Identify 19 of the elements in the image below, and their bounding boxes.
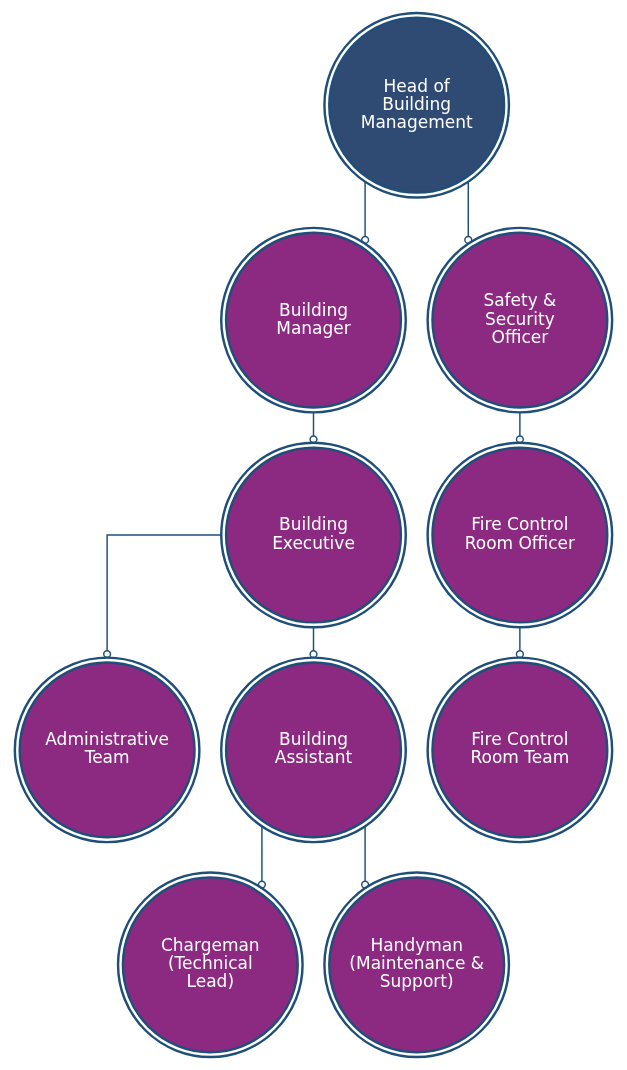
connector <box>309 411 318 444</box>
connector <box>309 626 318 659</box>
node-circle: Chargeman (Technical Lead) <box>116 871 304 1059</box>
node-circle: Administrative Team <box>13 656 201 844</box>
connector <box>257 826 267 889</box>
node-circle: Building Executive <box>220 441 407 629</box>
node-circle: Building Assistant <box>220 656 407 844</box>
connector <box>464 181 473 245</box>
node-circle: Building Manager <box>220 226 407 414</box>
connector <box>515 411 524 444</box>
node-circle: Fire Control Room Officer <box>426 441 614 629</box>
connector <box>515 626 524 659</box>
connector <box>360 181 370 245</box>
connector <box>360 826 370 889</box>
node-circle: Fire Control Room Team <box>426 656 614 844</box>
node-circle: Head of Building Management <box>323 11 511 199</box>
node-circle: Safety & Security Officer <box>426 226 614 414</box>
node-circle: Handyman (Maintenance & Support) <box>323 871 511 1059</box>
connector <box>103 534 222 659</box>
